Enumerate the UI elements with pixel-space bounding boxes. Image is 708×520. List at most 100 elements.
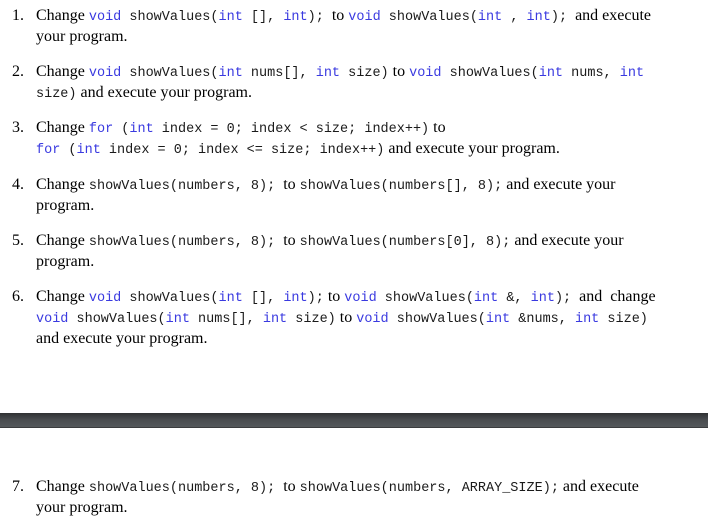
prose-text: to bbox=[388, 63, 410, 80]
code-keyword: for bbox=[36, 143, 61, 158]
item-line: Change showValues(numbers, 8); to showVa… bbox=[36, 175, 702, 196]
prose-text: program. bbox=[36, 197, 95, 214]
instruction-item-4: 4. Change showValues(numbers, 8); to sho… bbox=[12, 175, 702, 215]
item-line: and execute your program. bbox=[36, 329, 702, 348]
code-snippet: index = 0; index <= size; index++) bbox=[100, 143, 385, 158]
code-keyword: int bbox=[76, 143, 101, 158]
prose-text: to bbox=[323, 7, 349, 24]
item-number: 2. bbox=[12, 63, 24, 80]
prose-text: Change bbox=[36, 119, 89, 136]
code-snippet: [], bbox=[242, 291, 284, 306]
code-snippet: showValues(numbers, 8); bbox=[88, 481, 276, 496]
item-line: Change showValues(numbers, 8); to showVa… bbox=[36, 477, 702, 498]
code-keyword: void bbox=[409, 66, 442, 81]
code-keyword: int bbox=[218, 10, 243, 25]
instruction-item-3: 3. Change for (int index = 0; index < si… bbox=[12, 118, 702, 160]
instruction-item-1: 1. Change void showValues(int [], int); … bbox=[12, 6, 702, 46]
code-keyword: void bbox=[348, 10, 381, 25]
code-snippet: showValues( bbox=[441, 66, 539, 81]
prose-text: and execute your program. bbox=[36, 330, 208, 347]
code-keyword: int bbox=[218, 66, 243, 81]
prose-text: and execute your program. bbox=[76, 84, 252, 101]
code-snippet: showValues( bbox=[376, 291, 474, 306]
prose-text: to bbox=[323, 288, 345, 305]
code-snippet: ); bbox=[554, 291, 572, 306]
prose-text: and execute your program. bbox=[384, 140, 560, 157]
code-snippet: showValues( bbox=[68, 312, 166, 327]
prose-text: and change bbox=[571, 288, 656, 305]
prose-text: and execute bbox=[567, 7, 652, 24]
prose-text: your program. bbox=[36, 28, 128, 45]
code-snippet: ); bbox=[307, 291, 324, 306]
item-line: Change showValues(numbers, 8); to showVa… bbox=[36, 231, 702, 252]
item-line: program. bbox=[36, 252, 702, 271]
code-keyword: int bbox=[619, 66, 645, 81]
code-snippet: showValues( bbox=[388, 312, 486, 327]
code-snippet: size) bbox=[340, 66, 389, 81]
code-keyword: int bbox=[165, 312, 190, 327]
code-snippet: ); bbox=[550, 10, 568, 25]
code-snippet: , bbox=[502, 10, 527, 25]
code-keyword: void bbox=[344, 291, 377, 306]
item-number: 6. bbox=[12, 288, 24, 305]
prose-text: Change bbox=[36, 288, 89, 305]
code-snippet: &nums, bbox=[510, 312, 575, 327]
item-number: 7. bbox=[12, 478, 24, 495]
code-keyword: int bbox=[262, 312, 288, 327]
code-snippet: &, bbox=[498, 291, 531, 306]
prose-text: Change bbox=[36, 232, 89, 249]
code-snippet: showValues( bbox=[121, 291, 219, 306]
code-snippet: showValues(numbers, 8); bbox=[88, 235, 276, 250]
item-number: 1. bbox=[12, 7, 24, 24]
code-keyword: int bbox=[283, 10, 308, 25]
instruction-item-2: 2. Change void showValues(int nums[], in… bbox=[12, 62, 702, 104]
item-line: your program. bbox=[36, 498, 702, 517]
code-snippet: ( bbox=[113, 122, 130, 137]
item-line: void showValues(int nums[], int size) to… bbox=[36, 308, 702, 329]
code-snippet: index = 0; index < size; index++) bbox=[153, 122, 430, 137]
page-divider bbox=[0, 413, 708, 428]
item-line: Change void showValues(int nums[], int s… bbox=[36, 62, 702, 83]
code-keyword: void bbox=[88, 291, 122, 306]
instruction-item-6: 6. Change void showValues(int [], int); … bbox=[12, 287, 702, 348]
code-keyword: void bbox=[88, 10, 122, 25]
code-snippet: showValues( bbox=[121, 66, 219, 81]
code-snippet: showValues(numbers, ARRAY_SIZE); bbox=[299, 481, 559, 496]
code-snippet: size) bbox=[36, 87, 77, 102]
code-keyword: int bbox=[315, 66, 341, 81]
code-snippet: ( bbox=[60, 143, 77, 158]
item-line: your program. bbox=[36, 27, 702, 46]
prose-text: Change bbox=[36, 63, 89, 80]
prose-text: and execute bbox=[558, 478, 639, 495]
code-snippet: [], bbox=[242, 10, 284, 25]
code-keyword: int bbox=[473, 291, 499, 306]
code-keyword: for bbox=[88, 122, 114, 137]
prose-text: Change bbox=[36, 478, 89, 495]
prose-text: and execute your bbox=[502, 176, 616, 193]
code-snippet: showValues(numbers[0], 8); bbox=[299, 235, 511, 250]
code-snippet: nums[], bbox=[189, 312, 263, 327]
item-line: size) and execute your program. bbox=[36, 83, 702, 104]
item-line: Change void showValues(int [], int); to … bbox=[36, 287, 702, 308]
code-snippet: size) bbox=[599, 312, 648, 327]
item-number: 4. bbox=[12, 176, 24, 193]
item-number: 3. bbox=[12, 119, 24, 136]
prose-text: Change bbox=[36, 7, 89, 24]
code-keyword: void bbox=[88, 66, 122, 81]
code-keyword: void bbox=[356, 312, 389, 327]
code-keyword: int bbox=[526, 10, 551, 25]
code-keyword: int bbox=[530, 291, 555, 306]
prose-text: and execute your bbox=[510, 232, 624, 249]
prose-text: Change bbox=[36, 176, 89, 193]
item-number: 5. bbox=[12, 232, 24, 249]
item-text: Change for (int index = 0; index < size;… bbox=[36, 118, 702, 160]
prose-text: your program. bbox=[36, 499, 128, 516]
item-line: Change for (int index = 0; index < size;… bbox=[36, 118, 702, 139]
item-text: Change void showValues(int nums[], int s… bbox=[36, 62, 702, 104]
instruction-item-5: 5. Change showValues(numbers, 8); to sho… bbox=[12, 231, 702, 271]
code-snippet: showValues(numbers[], 8); bbox=[299, 179, 503, 194]
code-snippet: nums, bbox=[563, 66, 620, 81]
item-line: program. bbox=[36, 196, 702, 215]
item-text: Change showValues(numbers, 8); to showVa… bbox=[36, 175, 702, 215]
item-text: Change showValues(numbers, 8); to showVa… bbox=[36, 231, 702, 271]
